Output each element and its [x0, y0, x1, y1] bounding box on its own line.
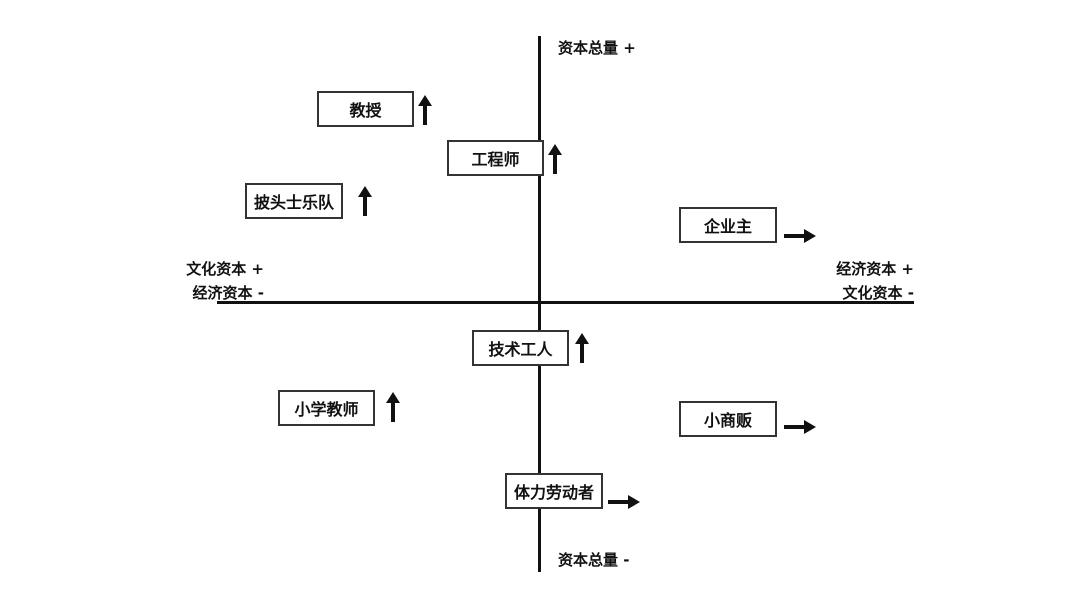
vertical-axis [538, 36, 541, 572]
node-manual-laborer: 体力劳动者 [505, 473, 603, 509]
node-business-owner: 企业主 [679, 207, 777, 243]
up-arrow-icon [358, 186, 372, 216]
axis-label-right: 经济资本 + 文化资本 - [820, 260, 914, 308]
axis-label-left-line1: 文化资本 + [186, 260, 264, 278]
horizontal-axis [217, 301, 914, 304]
up-arrow-icon [386, 392, 400, 422]
up-arrow-icon [418, 95, 432, 125]
node-professor: 教授 [317, 91, 414, 127]
axis-label-top: 资本总量 + [558, 39, 636, 57]
node-engineer: 工程师 [447, 140, 544, 176]
axis-label-right-line2: 文化资本 - [842, 284, 914, 302]
right-arrow-icon [784, 420, 816, 434]
node-primary-teacher: 小学教师 [278, 390, 375, 426]
right-arrow-icon [784, 229, 816, 243]
right-arrow-icon [608, 495, 640, 509]
axis-label-left-line2: 经济资本 - [192, 284, 264, 302]
node-skilled-worker: 技术工人 [472, 330, 569, 366]
up-arrow-icon [575, 333, 589, 363]
axis-label-bottom: 资本总量 - [558, 551, 630, 569]
node-beatles: 披头士乐队 [245, 183, 343, 219]
up-arrow-icon [548, 144, 562, 174]
node-small-vendor: 小商贩 [679, 401, 777, 437]
axis-label-left: 文化资本 + 经济资本 - [170, 260, 264, 308]
axis-label-right-line1: 经济资本 + [836, 260, 914, 278]
